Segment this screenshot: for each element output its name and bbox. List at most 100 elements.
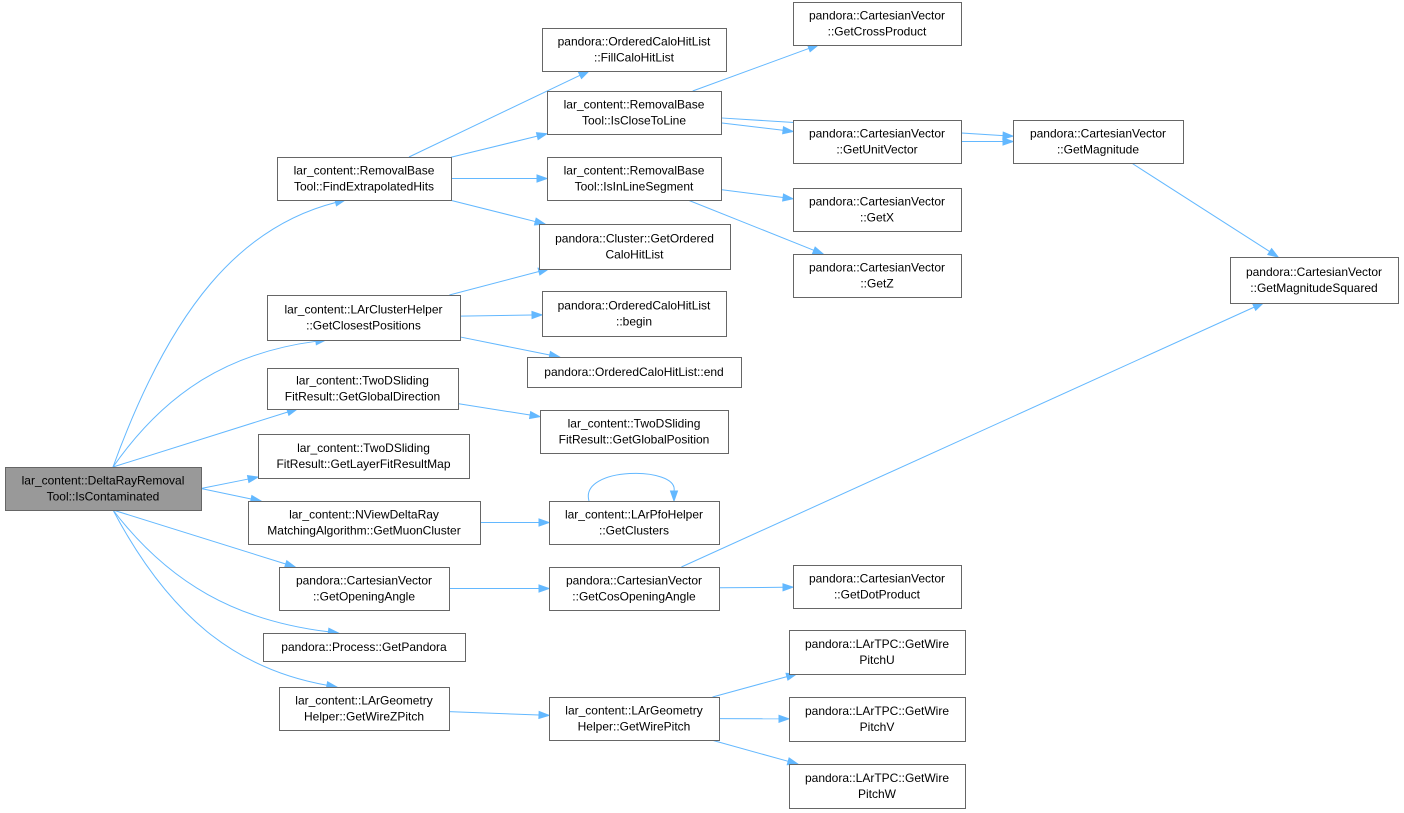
edge-arrow (811, 246, 825, 255)
node-label-line: ::GetMagnitudeSquared (1250, 281, 1377, 295)
node-box (540, 410, 729, 454)
edge-line (112, 509, 286, 565)
node-n4[interactable]: pandora::CartesianVector::GetCrossProduc… (793, 2, 962, 46)
node-box (279, 567, 450, 611)
node-box (793, 2, 962, 46)
edge-n5-n6 (961, 137, 1015, 146)
node-box (549, 501, 720, 545)
edge-line (408, 74, 581, 158)
edge-n15-n16 (457, 403, 542, 420)
node-label-line: pandora::Cluster::GetOrdered (555, 232, 714, 246)
node-n15[interactable]: lar_content::TwoDSlidingFitResult::GetGl… (267, 368, 459, 410)
node-n2[interactable]: pandora::OrderedCaloHitList::FillCaloHit… (542, 28, 727, 72)
node-box (789, 764, 966, 809)
edge-arrow (533, 217, 547, 226)
node-n3[interactable]: lar_content::RemovalBaseTool::IsCloseToL… (547, 91, 722, 135)
edge-n1-n8 (451, 174, 549, 183)
node-label-line: lar_content::TwoDSliding (296, 374, 429, 388)
edge-n19-n19 (588, 472, 679, 503)
edge-arrow (536, 174, 549, 183)
edge-n0-n24 (112, 509, 339, 690)
node-box (279, 687, 450, 731)
node-n7[interactable]: pandora::CartesianVector::GetMagnitudeSq… (1230, 257, 1399, 304)
node-label-line: MatchingAlgorithm::GetMuonCluster (267, 524, 460, 538)
node-n24[interactable]: lar_content::LArGeometryHelper::GetWireZ… (279, 687, 450, 731)
edge-arrow (1252, 302, 1265, 312)
node-n14[interactable]: pandora::OrderedCaloHitList::end (527, 357, 742, 388)
node-n23[interactable]: pandora::Process::GetPandora (263, 633, 466, 662)
node-label-line: pandora::LArTPC::GetWire (805, 771, 949, 785)
node-label-line: pandora::CartesianVector (809, 572, 945, 586)
edge-n21-n7 (681, 302, 1265, 568)
node-label-line: Tool::IsCloseToLine (582, 114, 686, 128)
node-n21[interactable]: pandora::CartesianVector::GetCosOpeningA… (549, 567, 720, 611)
edge-n18-n19 (480, 518, 551, 527)
edge-arrow (669, 490, 679, 503)
node-n10[interactable]: pandora::CartesianVector::GetZ (793, 254, 962, 298)
node-n16[interactable]: lar_content::TwoDSlidingFitResult::GetGl… (540, 410, 729, 454)
edge-line (112, 509, 328, 686)
node-box (542, 28, 727, 72)
node-box (547, 157, 722, 201)
node-n5[interactable]: pandora::CartesianVector::GetUnitVector (793, 120, 962, 164)
edge-arrow (538, 518, 551, 527)
edge-n12-n13 (459, 310, 544, 320)
node-label-line: pandora::CartesianVector (1030, 127, 1166, 141)
node-label-line: pandora::LArTPC::GetWire (805, 704, 949, 718)
node-label-line: lar_content::TwoDSliding (297, 441, 430, 455)
node-n0[interactable]: lar_content::DeltaRayRemovalTool::IsCont… (5, 467, 202, 511)
node-n20[interactable]: pandora::CartesianVector::GetOpeningAngl… (279, 567, 450, 611)
edge-n25-n28 (711, 739, 800, 766)
edge-n12-n14 (459, 336, 562, 360)
edge-n12-n11 (449, 267, 551, 296)
node-box (549, 697, 720, 741)
node-n13[interactable]: pandora::OrderedCaloHitList::begin (542, 291, 727, 337)
edge-line (712, 676, 788, 698)
edge-line (457, 403, 531, 416)
node-label-line: pandora::CartesianVector (296, 574, 432, 588)
node-label-line: lar_content::TwoDSliding (568, 417, 701, 431)
node-box (1013, 120, 1184, 164)
node-label-line: pandora::CartesianVector (809, 195, 945, 209)
edge-line (720, 189, 784, 199)
node-n18[interactable]: lar_content::NViewDeltaRayMatchingAlgori… (248, 501, 481, 545)
node-n17[interactable]: lar_content::TwoDSlidingFitResult::GetLa… (258, 434, 470, 479)
edge-n0-n18 (200, 488, 263, 503)
edge-arrow (786, 757, 800, 766)
node-label-line: ::GetZ (860, 277, 893, 291)
node-box (793, 565, 962, 609)
node-n12[interactable]: lar_content::LArClusterHelper::GetCloses… (267, 295, 461, 341)
edge-arrow (538, 584, 551, 593)
node-n8[interactable]: lar_content::RemovalBaseTool::IsInLineSe… (547, 157, 722, 201)
edge-line (112, 201, 336, 468)
edge-arrow (538, 710, 551, 720)
node-n9[interactable]: pandora::CartesianVector::GetX (793, 188, 962, 232)
node-n6[interactable]: pandora::CartesianVector::GetMagnitude (1013, 120, 1184, 164)
edge-line (687, 199, 815, 251)
edge-arrow (806, 44, 820, 53)
edge-line (200, 478, 249, 489)
node-n22[interactable]: pandora::CartesianVector::GetDotProduct (793, 565, 962, 609)
node-label-line: pandora::CartesianVector (1246, 265, 1382, 279)
node-box (539, 224, 731, 270)
node-label-line: ::GetCosOpeningAngle (572, 590, 696, 604)
node-label-line: FitResult::GetGlobalDirection (285, 390, 440, 404)
node-n19[interactable]: lar_content::LArPfoHelper::GetClusters (549, 501, 720, 545)
node-box (547, 91, 722, 135)
edge-line (459, 314, 533, 317)
node-label-line: Tool::FindExtrapolatedHits (294, 180, 434, 194)
node-label-line: ::GetOpeningAngle (313, 590, 415, 604)
node-box (527, 357, 742, 388)
node-label-line: Helper::GetWirePitch (578, 720, 691, 734)
node-label-line: pandora::CartesianVector (566, 574, 702, 588)
node-label-line: lar_content::LArGeometry (295, 694, 432, 708)
node-n25[interactable]: lar_content::LArGeometryHelper::GetWireP… (549, 697, 720, 741)
edge-line (711, 739, 789, 762)
node-n1[interactable]: lar_content::RemovalBaseTool::FindExtrap… (277, 157, 452, 201)
node-label-line: pandora::CartesianVector (809, 127, 945, 141)
